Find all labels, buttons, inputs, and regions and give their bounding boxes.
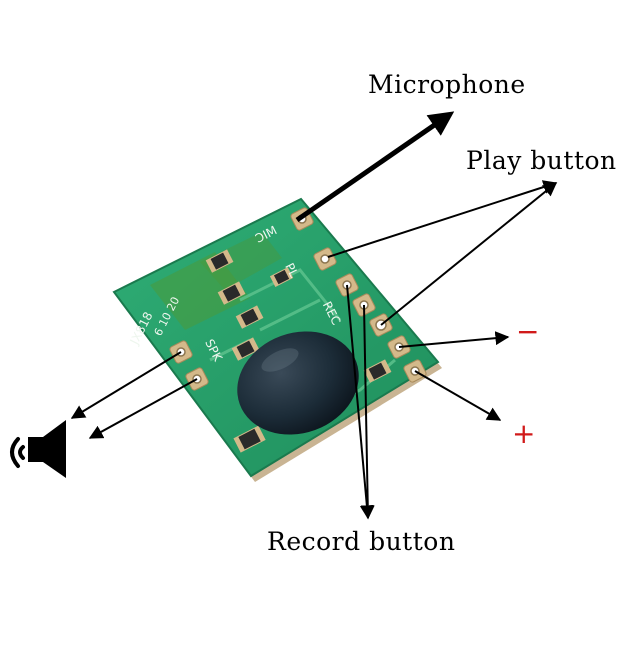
arrow-play-2	[380, 182, 558, 326]
label-plus: +	[512, 417, 536, 450]
arrow-microphone	[295, 111, 455, 223]
smd-components	[205, 249, 392, 453]
label-minus: −	[516, 315, 540, 348]
arrow-minus	[398, 331, 510, 348]
label-microphone: Microphone	[368, 70, 526, 99]
label-record-button: Record button	[267, 527, 456, 556]
arrow-speaker-2	[88, 378, 198, 439]
callout-arrows	[70, 111, 558, 520]
arrow-speaker-1	[70, 351, 182, 419]
arrow-record-2	[360, 304, 375, 520]
silk-pl: PL	[282, 261, 301, 280]
arrow-record-1	[346, 284, 374, 520]
copper-pour	[150, 252, 250, 330]
label-play-button: Play button	[466, 146, 617, 175]
speaker-icon	[10, 420, 66, 478]
pcb-board: MIC PL REC JX818 6 10 20 SPK	[112, 197, 442, 482]
arrow-play-1	[327, 180, 558, 258]
arrow-plus	[414, 370, 502, 421]
chip-blob	[237, 331, 359, 435]
